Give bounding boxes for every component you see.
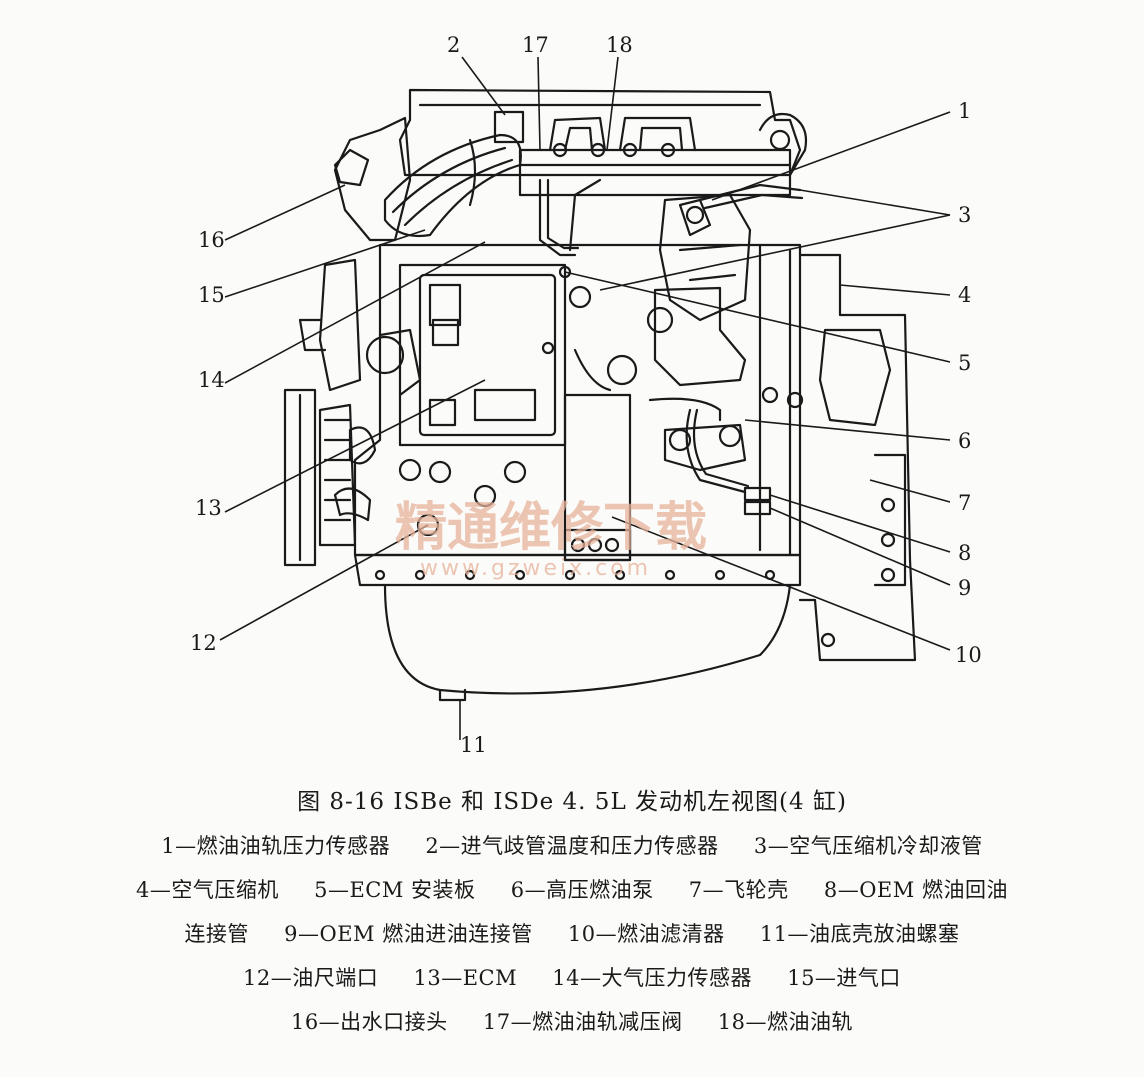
- engine-figure: 2 17 18 1 3 4 5 6 7 8 9 10 11 12 13 14 1…: [190, 33, 982, 757]
- legend-line-1: 1—燃油油轨压力传感器 2—进气歧管温度和压力传感器 3—空气压缩机冷却液管: [0, 824, 1144, 868]
- legend-line-2: 4—空气压缩机 5—ECM 安装板 6—高压燃油泵 7—飞轮壳 8—OEM 燃油…: [0, 868, 1144, 912]
- legend-entry: 7—飞轮壳: [688, 878, 789, 902]
- legend-entry: 18—燃油油轨: [717, 1010, 854, 1034]
- legend-entry: 8—OEM 燃油回油: [823, 878, 1008, 902]
- callout-18: 18: [606, 33, 633, 57]
- callout-7: 7: [958, 491, 971, 515]
- legend-entry: 3—空气压缩机冷却液管: [753, 834, 983, 858]
- callout-1: 1: [958, 99, 971, 123]
- callout-6: 6: [958, 429, 971, 453]
- legend-entry: 13—ECM: [413, 966, 518, 990]
- watermark-url: www.gzweix.com: [420, 556, 651, 581]
- legend-line-4: 12—油尺端口 13—ECM 14—大气压力传感器 15—进气口: [0, 956, 1144, 1000]
- watermark-text: 精通维修下载: [395, 498, 707, 558]
- callout-5: 5: [958, 351, 971, 375]
- figure-title: 图 8-16 ISBe 和 ISDe 4. 5L 发动机左视图(4 缸): [297, 789, 847, 815]
- callout-17: 17: [522, 33, 549, 57]
- legend-entry: 9—OEM 燃油进油连接管: [284, 922, 533, 946]
- legend-line-5: 16—出水口接头 17—燃油油轨减压阀 18—燃油油轨: [0, 1000, 1144, 1044]
- legend-entry: 11—油底壳放油螺塞: [759, 922, 960, 946]
- legend-entry: 4—空气压缩机: [136, 878, 279, 902]
- callout-14: 14: [198, 368, 225, 392]
- callout-12: 12: [190, 631, 217, 655]
- legend-entry: 12—油尺端口: [243, 966, 379, 990]
- legend-entry: 5—ECM 安装板: [314, 878, 476, 902]
- legend-entry: 16—出水口接头: [290, 1010, 448, 1034]
- legend-entry: 连接管: [184, 922, 249, 946]
- legend-entry: 1—燃油油轨压力传感器: [161, 834, 391, 858]
- callout-10: 10: [955, 643, 982, 667]
- callout-2: 2: [447, 33, 460, 57]
- engine-drawing: 2 17 18 1 3 4 5 6 7 8 9 10 11 12 13 14 1…: [190, 33, 982, 757]
- callout-15: 15: [198, 283, 225, 307]
- caption-block: 图 8-16 ISBe 和 ISDe 4. 5L 发动机左视图(4 缸) 1—燃…: [0, 786, 1144, 1044]
- callout-8: 8: [958, 541, 971, 565]
- callout-13: 13: [195, 496, 222, 520]
- callout-9: 9: [958, 576, 971, 600]
- legend-line-3: 连接管 9—OEM 燃油进油连接管 10—燃油滤清器 11—油底壳放油螺塞: [0, 912, 1144, 956]
- callout-3: 3: [958, 203, 971, 227]
- legend-entry: 10—燃油滤清器: [567, 922, 725, 946]
- legend-entry: 2—进气歧管温度和压力传感器: [425, 834, 719, 858]
- legend-entry: 17—燃油油轨减压阀: [482, 1010, 683, 1034]
- callout-11: 11: [460, 733, 487, 757]
- callout-16: 16: [198, 228, 225, 252]
- legend-entry: 14—大气压力传感器: [552, 966, 753, 990]
- legend-entry: 6—高压燃油泵: [510, 878, 654, 902]
- legend-entry: 15—进气口: [787, 966, 901, 990]
- callout-4: 4: [958, 283, 971, 307]
